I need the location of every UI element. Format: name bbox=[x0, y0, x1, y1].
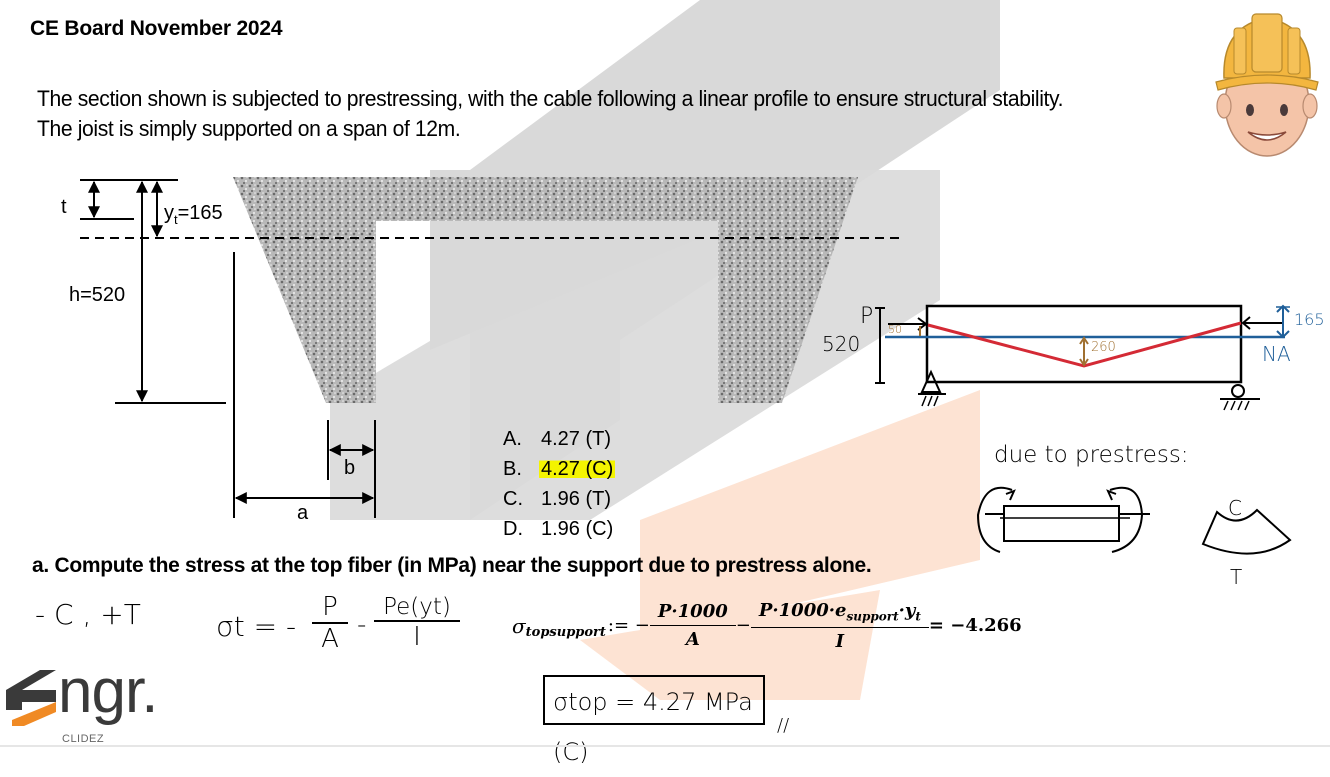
label-tension: T bbox=[1230, 565, 1243, 589]
label-a: a bbox=[297, 502, 309, 524]
end-mark: // bbox=[777, 715, 790, 736]
logo-text: ngr. bbox=[58, 657, 158, 726]
beam-cable-profile-sketch bbox=[875, 304, 1290, 411]
choice-a[interactable]: A.4.27 (T) bbox=[503, 428, 612, 450]
highlighted-answer: 4.27 (C) bbox=[539, 458, 616, 480]
label-compression: C bbox=[1228, 496, 1242, 520]
formula-lhs: σt = - bbox=[216, 610, 297, 643]
prestress-moment-sketch bbox=[976, 486, 1292, 555]
choice-b[interactable]: B.4.27 (C) bbox=[503, 458, 616, 480]
sign-convention: - C , +T bbox=[35, 598, 141, 631]
question-a: a. Compute the stress at the top fiber (… bbox=[32, 554, 872, 577]
label-b: b bbox=[344, 457, 356, 479]
problem-line-2: The joist is simply supported on a span … bbox=[37, 116, 461, 141]
engr-logo-icon bbox=[6, 670, 56, 726]
problem-line-1: The section shown is subjected to prestr… bbox=[37, 86, 1064, 111]
label-h: h=520 bbox=[69, 284, 126, 306]
mathcad-result: = −4.266 bbox=[928, 615, 1022, 637]
bottom-divider bbox=[0, 745, 1330, 747]
label-260: 260 bbox=[1091, 340, 1116, 355]
engineer-mascot-icon bbox=[1215, 13, 1319, 157]
label-p: P bbox=[860, 304, 874, 329]
choice-c[interactable]: C.1.96 (T) bbox=[503, 488, 612, 510]
label-50: 50 bbox=[888, 323, 902, 336]
label-165: 165 bbox=[1294, 310, 1325, 329]
problem-statement: The section shown is subjected to prestr… bbox=[37, 84, 1064, 144]
label-t: t bbox=[61, 196, 67, 218]
fraction-bending: P·1000·esupport·yt I bbox=[750, 600, 929, 652]
label-depth-520: 520 bbox=[822, 332, 861, 356]
label-yt: yt=165 bbox=[164, 202, 223, 227]
joist-section-diagram bbox=[80, 177, 905, 518]
formula-p-over-a: P A bbox=[312, 592, 348, 654]
formula-pe-over-i: Pe(yt) I bbox=[374, 594, 460, 652]
fraction-axial: P·1000 A bbox=[649, 601, 736, 650]
label-na: NA bbox=[1262, 342, 1291, 366]
prestress-note-label: due to prestress: bbox=[994, 442, 1189, 468]
formula-minus: - bbox=[357, 610, 367, 640]
choice-d[interactable]: D.1.96 (C) bbox=[503, 518, 614, 540]
final-answer-box: σtop = 4.27 MPa (C) bbox=[543, 675, 765, 766]
answer-choices: A.4.27 (T) B.4.27 (C) C.1.96 (T) D.1.96 … bbox=[503, 424, 616, 544]
concrete-section-shape bbox=[233, 177, 858, 403]
slide-title: CE Board November 2024 bbox=[30, 17, 283, 40]
logo-subtitle: CLIDEZ bbox=[62, 733, 105, 745]
